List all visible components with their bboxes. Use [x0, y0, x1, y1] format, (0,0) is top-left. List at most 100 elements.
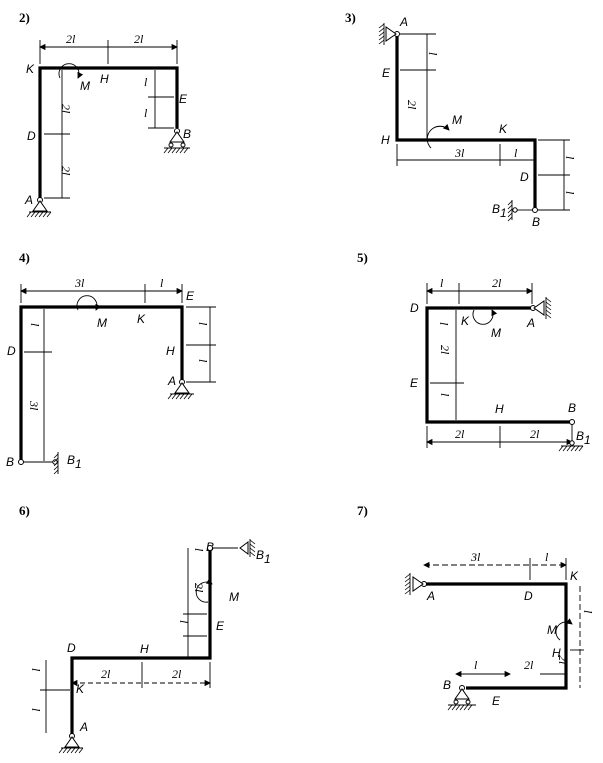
dimension-label: 2l [405, 100, 419, 110]
frame-6 [70, 548, 212, 735]
label-H: H [166, 344, 175, 358]
label-M: M [547, 623, 557, 637]
label-H: H [100, 72, 109, 86]
label-D: D [410, 301, 419, 315]
dimension-label: 3l [470, 550, 481, 564]
pin-support-A [167, 379, 194, 400]
label-M: M [229, 590, 239, 604]
diagram-number: 2) [19, 10, 30, 25]
dimension-label: 2l [524, 658, 534, 672]
label-B1: B [256, 548, 264, 562]
dimension-label: l [563, 191, 577, 195]
dimension-label: 2l [59, 166, 73, 176]
moment-arrow [426, 123, 450, 149]
dimension-label: l [474, 658, 478, 672]
rod-support-B [207, 539, 256, 557]
label-M: M [452, 113, 462, 127]
pin-support-A [58, 733, 84, 754]
frame-4 [19, 305, 184, 461]
label-B: B [532, 215, 540, 229]
dimension-label: 2l [66, 32, 76, 46]
label-H: H [140, 642, 149, 656]
moment-arrow [76, 295, 102, 311]
label-B1-subscript: 1 [264, 552, 271, 566]
roller-support-B [163, 128, 190, 154]
dimension-label: l [581, 610, 595, 614]
dimension-label: l [437, 322, 451, 326]
dimension-label: 2l [59, 104, 73, 114]
dimension-label: 3l [454, 146, 465, 160]
dimension-label: 2l [172, 667, 182, 681]
frame-7 [424, 582, 568, 690]
dimension-label: 3l [27, 400, 41, 411]
label-B: B [6, 455, 14, 469]
dimension-label: l [196, 322, 210, 326]
label-E: E [186, 289, 195, 303]
dimension-label: l [192, 548, 206, 552]
dimension-label: l [29, 708, 43, 712]
diagram-3: 3) l 2l 3l l l l M A E H K D B 1 B [345, 10, 577, 229]
label-A: A [426, 589, 435, 603]
dimension-label: 3l [74, 276, 85, 290]
diagram-4: 4) 3l l l 3l l l M E D K H A B B 1 [6, 250, 216, 475]
label-A: A [399, 15, 408, 29]
dimension-label: l [426, 52, 440, 56]
diagram-2: 2) 2l 2l 2l 2l l l M K H D E B A [19, 10, 191, 218]
pin-support-A [378, 23, 400, 45]
label-B1: B [67, 453, 75, 467]
dimension-label: l [29, 668, 43, 672]
dimension-label: 2l [556, 655, 570, 665]
label-E: E [492, 694, 501, 708]
dimension-label: 2l [492, 276, 502, 290]
pin-support-A [404, 573, 427, 595]
label-K: K [461, 314, 470, 328]
dimension-label: l [144, 75, 148, 89]
dimension-label: 2l [101, 667, 111, 681]
diagram-5: 5) l 2l l 2l l 2l 2l M D K A E H B B 1 [357, 250, 591, 452]
label-A: A [79, 720, 88, 734]
moment-arrow [195, 578, 213, 603]
label-K: K [137, 312, 146, 326]
roller-support-B [447, 685, 476, 711]
dimension-label: l [28, 323, 42, 327]
dimension-label: l [160, 276, 164, 290]
label-K: K [499, 122, 508, 136]
dimension-label: l [177, 620, 191, 624]
dimension-label: l [144, 106, 148, 120]
diagram-number: 5) [357, 250, 368, 265]
label-E: E [382, 66, 391, 80]
label-A: A [24, 193, 33, 207]
dimension-label: 2l [192, 583, 206, 593]
diagram-number: 3) [345, 10, 356, 25]
dimension-label: l [196, 359, 210, 363]
label-B1-subscript: 1 [75, 457, 82, 471]
dimension-label: 2l [134, 32, 144, 46]
label-B1: B [492, 202, 500, 216]
label-E: E [410, 376, 419, 390]
label-K: K [26, 62, 35, 76]
label-E: E [216, 619, 225, 633]
label-D: D [27, 129, 36, 143]
label-B1-subscript: 1 [584, 433, 591, 447]
pin-support-A [26, 197, 52, 218]
label-B: B [183, 127, 191, 141]
label-B1-subscript: 1 [500, 206, 507, 220]
label-D: D [67, 641, 76, 655]
frame-2 [38, 66, 179, 198]
label-B: B [568, 401, 576, 415]
label-M: M [97, 316, 107, 330]
label-H: H [495, 402, 504, 416]
dimension-label: 2l [530, 427, 540, 441]
diagram-6: 6) l 2l l 2l 2l l l M B B 1 E D H K A [19, 503, 271, 754]
rod-support-B [558, 419, 584, 452]
label-B: B [443, 678, 451, 692]
frame-5 [425, 306, 572, 424]
rod-support-B [507, 200, 538, 222]
dimension-label: l [514, 146, 518, 160]
label-A: A [526, 316, 535, 330]
moment-arrow [58, 63, 84, 79]
diagram-7: 7) 3l l l l 2l 2l M A D K H B E [357, 503, 595, 711]
label-E: E [179, 92, 188, 106]
label-H: H [381, 133, 390, 147]
